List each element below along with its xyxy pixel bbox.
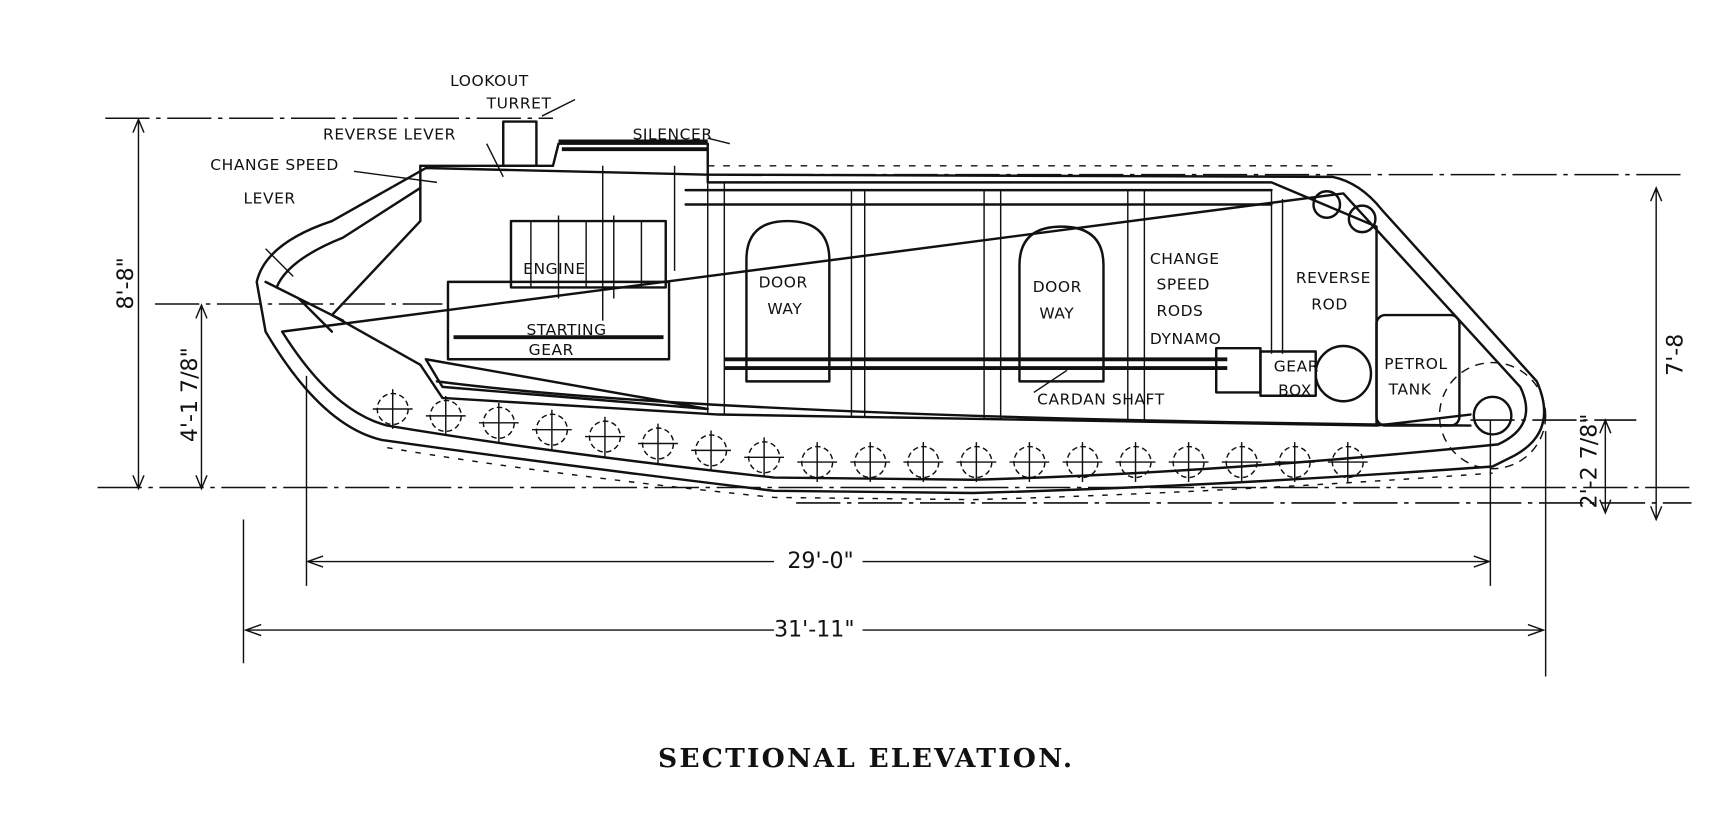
wheel-axle [903, 442, 944, 482]
wheel-axle [956, 442, 997, 482]
wheel-axle [1327, 442, 1368, 482]
label-petrol-tank-a: PETROL [1384, 355, 1447, 373]
hull [264, 120, 1547, 470]
label-door2-b: WAY [1039, 304, 1074, 322]
dimension-labels: 8'-8" 4'-1 7/8" 29'-0" 31'-11" 7'-8 2'-2… [113, 257, 1689, 643]
label-engine: ENGINE [523, 260, 586, 278]
label-gear: GEAR [529, 341, 574, 359]
dim-wheelbase: 29'-0" [787, 548, 853, 574]
wheel-axle [691, 430, 731, 471]
wheel-axle [1221, 442, 1262, 482]
dim-front-height: 4'-1 7/8" [177, 347, 203, 442]
label-dynamo: DYNAMO [1150, 330, 1222, 348]
dim-overall-height: 8'-8" [113, 257, 139, 309]
wheel-axle [425, 396, 466, 436]
wheel-axle [797, 442, 838, 482]
wheel-axle [372, 389, 413, 429]
label-change-speed: CHANGE SPEED [210, 156, 339, 174]
wheel-axle [1115, 442, 1156, 482]
wheel-axle [478, 402, 519, 443]
wheel-axle [1168, 442, 1209, 482]
dim-rear-clearance: 2'-2 7/8" [1576, 414, 1602, 509]
label-change-speed-rods-b: SPEED [1157, 276, 1210, 294]
wheel-axle [1009, 442, 1050, 482]
dim-overall-length: 31'-11" [774, 617, 854, 643]
labels: LOOKOUT TURRET REVERSE LEVER CHANGE SPEE… [210, 72, 1447, 408]
wheel-axle [744, 437, 785, 478]
label-cardan-shaft: CARDAN SHAFT [1037, 391, 1165, 409]
dimension-lines [97, 117, 1692, 677]
label-silencer: SILENCER [633, 125, 713, 143]
wheel-axle [850, 442, 891, 482]
label-door1-a: DOOR [759, 273, 808, 291]
label-change-speed-rods-a: CHANGE [1150, 250, 1220, 268]
wheel-axle [531, 409, 572, 450]
track [255, 165, 1546, 501]
leader-lines [265, 98, 1068, 394]
wheel-axle [585, 416, 625, 457]
wheel-axle [638, 423, 678, 464]
wheel-axle [1062, 442, 1103, 482]
label-petrol-tank-b: TANK [1388, 381, 1432, 399]
label-starting: STARTING [526, 321, 606, 339]
label-gear-box-a: GEAR [1274, 357, 1319, 375]
label-lever: LEVER [243, 189, 295, 207]
drawing-title: SECTIONAL ELEVATION. [658, 743, 1074, 774]
label-door1-b: WAY [767, 300, 802, 318]
label-gear-box-b: BOX [1278, 382, 1312, 400]
label-turret: TURRET [486, 94, 552, 112]
label-door2-a: DOOR [1033, 278, 1082, 296]
dim-rear-height: 7'-8 [1663, 334, 1689, 376]
label-reverse-lever: REVERSE LEVER [323, 125, 456, 143]
label-change-speed-rods-c: RODS [1157, 302, 1204, 320]
label-lookout: LOOKOUT [450, 72, 529, 90]
label-reverse-rod-a: REVERSE [1296, 269, 1371, 287]
wheel-axle [1274, 442, 1315, 482]
road-wheels [372, 389, 1368, 482]
label-reverse-rod-b: ROD [1311, 296, 1348, 314]
